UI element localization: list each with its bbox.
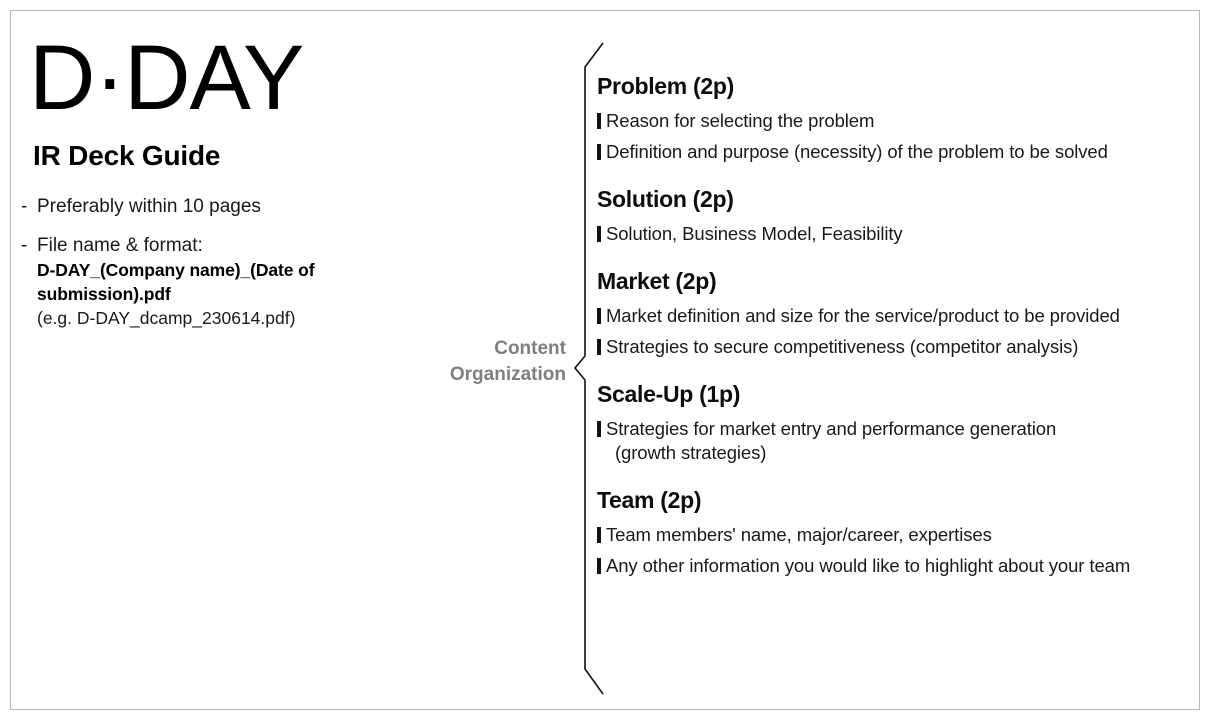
guideline-list: - Preferably within 10 pages - File name… [21, 194, 439, 330]
bar-bullet-icon [597, 558, 601, 574]
content-organization-label-line1: Content [494, 338, 566, 359]
section-team: Team (2p) Team members' name, major/care… [597, 487, 1197, 578]
section-heading: Solution (2p) [597, 186, 734, 212]
bar-bullet-icon [597, 144, 601, 160]
dash-bullet-icon: - [21, 235, 28, 257]
bar-bullet-icon [597, 421, 601, 437]
page-title: IR Deck Guide [33, 140, 221, 172]
section-solution: Solution (2p) Solution, Business Model, … [597, 186, 1197, 246]
bullet-text: Solution, Business Model, Feasibility [606, 223, 903, 244]
section-heading: Market (2p) [597, 268, 717, 294]
bullet-item: Reason for selecting the problem [597, 109, 1197, 133]
bar-bullet-icon [597, 226, 601, 242]
slide-page: D·DAY IR Deck Guide - Preferably within … [10, 10, 1200, 710]
section-scale-up: Scale-Up (1p) Strategies for market entr… [597, 381, 1197, 465]
bullet-text: Team members' name, major/career, expert… [606, 524, 992, 545]
bar-bullet-icon [597, 339, 601, 355]
bar-bullet-icon [597, 308, 601, 324]
bullet-item: Team members' name, major/career, expert… [597, 523, 1197, 547]
content-organization-label: Content Organization [341, 336, 566, 388]
bullet-text: Any other information you would like to … [606, 555, 1131, 576]
dash-bullet-icon: - [21, 196, 28, 218]
list-item: - File name & format: D-DAY_(Company nam… [21, 233, 439, 330]
bullet-text: Definition and purpose (necessity) of th… [606, 141, 1108, 162]
list-item: - Preferably within 10 pages [21, 194, 439, 219]
guideline-text: Preferably within 10 pages [37, 196, 261, 218]
left-column: D·DAY IR Deck Guide - Preferably within … [19, 21, 439, 344]
bullet-text: Reason for selecting the problem [606, 110, 875, 131]
section-problem: Problem (2p) Reason for selecting the pr… [597, 73, 1197, 164]
bullet-item: Definition and purpose (necessity) of th… [597, 140, 1197, 164]
bullet-item: Strategies to secure competitiveness (co… [597, 335, 1197, 359]
section-market: Market (2p) Market definition and size f… [597, 268, 1197, 359]
file-name-format: D-DAY_(Company name)_(Date of submission… [37, 260, 315, 305]
section-heading: Team (2p) [597, 487, 702, 513]
bullet-text: Strategies to secure competitiveness (co… [606, 336, 1079, 357]
bullet-item: Market definition and size for the servi… [597, 304, 1197, 328]
bar-bullet-icon [597, 527, 601, 543]
bullet-text-continuation: (growth strategies) [615, 442, 767, 463]
bullet-item: Any other information you would like to … [597, 554, 1197, 578]
bullet-item: Solution, Business Model, Feasibility [597, 222, 1197, 246]
bullet-text: Strategies for market entry and performa… [606, 418, 1057, 439]
guideline-text: File name & format: [37, 235, 203, 257]
curly-brace-icon [573, 42, 604, 695]
bullet-text: Market definition and size for the servi… [606, 305, 1120, 326]
guideline-text-group: File name & format: D-DAY_(Company name)… [37, 233, 439, 330]
brand-logo: D·DAY [29, 27, 304, 129]
bullet-text-group: Strategies for market entry and performa… [606, 417, 1056, 465]
section-heading: Scale-Up (1p) [597, 381, 741, 407]
content-organization-label-line2: Organization [449, 364, 566, 385]
file-name-example: (e.g. D-DAY_dcamp_230614.pdf) [37, 308, 296, 329]
section-heading: Problem (2p) [597, 73, 734, 99]
bullet-item: Strategies for market entry and performa… [597, 417, 1197, 465]
content-outline: Problem (2p) Reason for selecting the pr… [597, 73, 1197, 600]
bar-bullet-icon [597, 113, 601, 129]
